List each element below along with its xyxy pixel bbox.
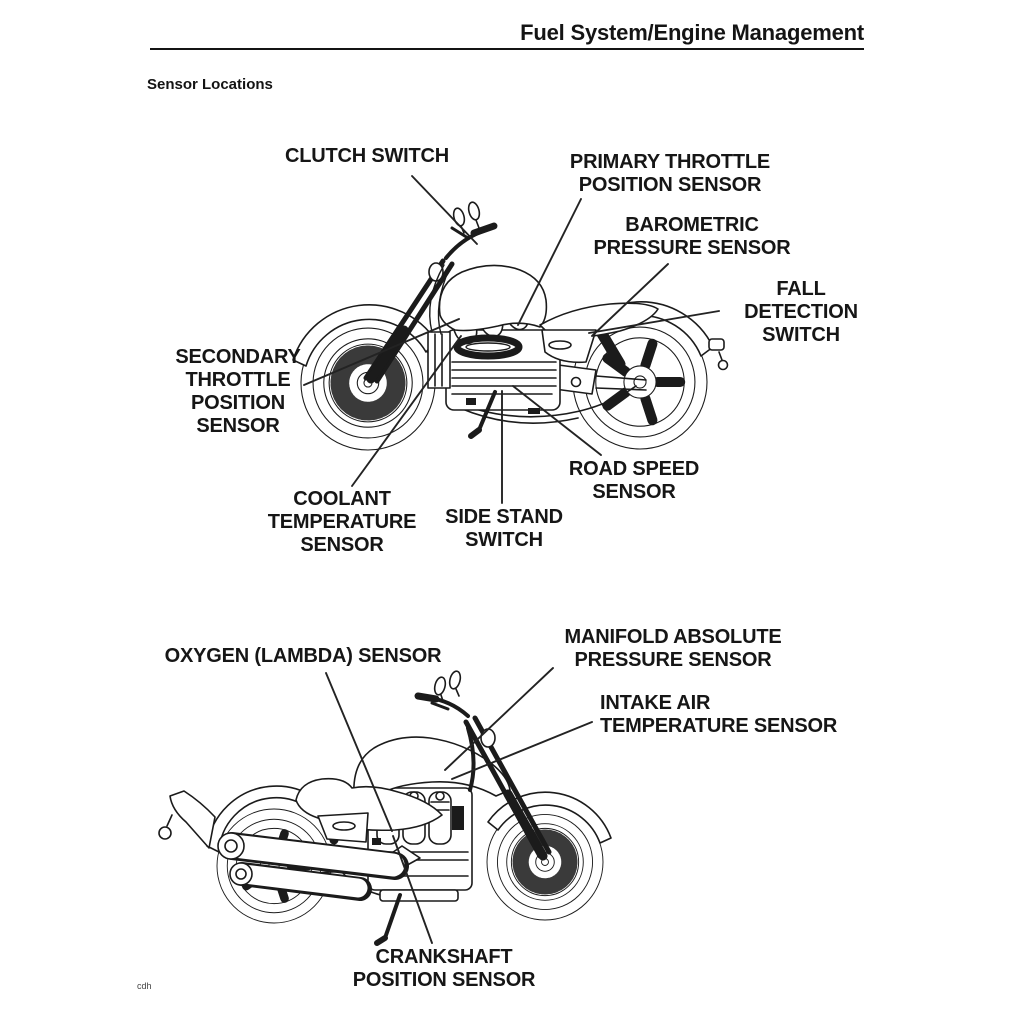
leader-iat [451, 721, 593, 780]
leader-crankshaft [392, 835, 433, 944]
leader-road-speed [512, 385, 602, 456]
label-side-stand-switch: SIDE STAND SWITCH [445, 506, 563, 551]
leader-oxygen [325, 672, 393, 832]
bottom-motorcycle-illustration [158, 670, 612, 946]
leader-clutch-switch [411, 175, 478, 245]
leader-secondary-tps [303, 318, 460, 386]
header-rule [150, 48, 864, 50]
label-secondary-tps: SECONDARY THROTTLE POSITION SENSOR [175, 346, 301, 437]
label-road-speed-sensor: ROAD SPEED SENSOR [568, 458, 700, 503]
label-fall-detection: FALL DETECTION SWITCH [744, 278, 858, 346]
label-oxygen-sensor: OXYGEN (LAMBDA) SENSOR [164, 645, 442, 667]
page-title: Fuel System/Engine Management [520, 20, 864, 45]
leader-primary-tps [517, 198, 582, 326]
label-crankshaft-sensor: CRANKSHAFT POSITION SENSOR [352, 946, 536, 991]
leader-lines [303, 175, 720, 944]
scan-credit: cdh [137, 981, 152, 991]
section-heading: Sensor Locations [147, 76, 273, 93]
label-primary-tps: PRIMARY THROTTLE POSITION SENSOR [569, 151, 771, 196]
label-barometric-sensor: BAROMETRIC PRESSURE SENSOR [593, 214, 791, 259]
leader-barometric [591, 263, 669, 337]
leader-fall-detection [588, 310, 720, 334]
label-coolant-sensor: COOLANT TEMPERATURE SENSOR [267, 488, 417, 556]
leader-map [444, 667, 554, 771]
leader-coolant [351, 335, 462, 487]
label-iat-sensor: INTAKE AIR TEMPERATURE SENSOR [600, 692, 838, 737]
label-map-sensor: MANIFOLD ABSOLUTE PRESSURE SENSOR [564, 626, 782, 671]
label-clutch-switch: CLUTCH SWITCH [284, 145, 450, 167]
top-motorcycle-illustration [293, 201, 729, 450]
